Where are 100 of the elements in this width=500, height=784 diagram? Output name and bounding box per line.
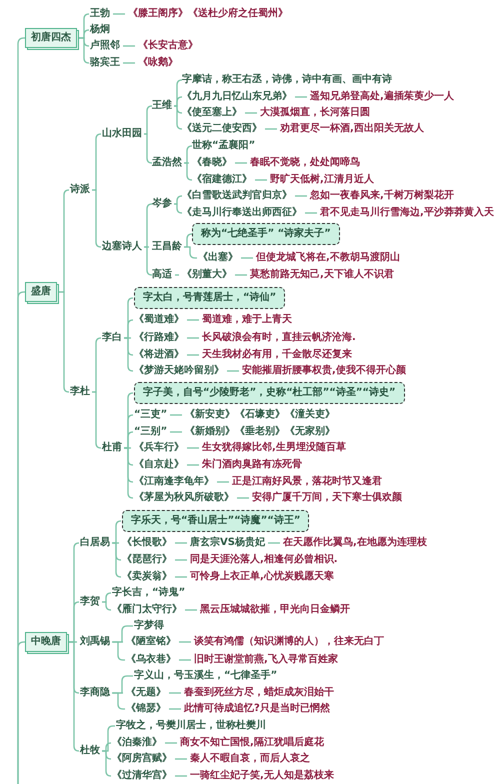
branch-label: 字梦得 bbox=[134, 620, 164, 632]
branch-label: 王昌龄 bbox=[152, 241, 182, 253]
branch-label: 李商隐 bbox=[80, 687, 110, 699]
branch-label: 《蜀道难》 bbox=[134, 314, 184, 326]
branch-label: 《梦游天姥吟留别》 bbox=[134, 365, 224, 377]
quote-text: 劝君更尽一杯酒,西出阳关无故人 bbox=[280, 123, 424, 135]
connector-line bbox=[169, 708, 181, 710]
branch-label: 《送元二使安西》 bbox=[182, 123, 262, 135]
branch-label: 杨炯 bbox=[90, 24, 110, 36]
quote-text: 旧时王谢堂前燕,飞入寻常百姓家 bbox=[194, 654, 338, 666]
branch-label: 唐玄宗VS杨贵妃 bbox=[190, 537, 265, 549]
quote-text: 《咏鹅》 bbox=[138, 57, 178, 69]
branch-label: 《江南逢李龟年》 bbox=[134, 476, 214, 488]
branch-label: 《无题》 bbox=[126, 687, 166, 699]
connector-line bbox=[184, 246, 197, 259]
quote-text: 此情可待成追忆?只是当时已惘然 bbox=[184, 703, 330, 715]
category-box: 初唐四杰 bbox=[25, 28, 77, 48]
branch-label: 《琵琶行》 bbox=[122, 554, 172, 566]
quote-text: 秦人不暇自哀，而后人哀之 bbox=[190, 753, 310, 765]
branch-label: 《雁门太守行》 bbox=[112, 604, 182, 616]
branch-label: 《阿房宫赋》 bbox=[112, 753, 172, 765]
quote-text: 谈笑有鸿儒（知识渊博的人），往来无白丁 bbox=[194, 636, 384, 648]
connector-line bbox=[187, 319, 199, 321]
connector-line bbox=[245, 112, 257, 114]
branch-label: 字摩诘，称王右丞，诗佛，诗中有画、画中有诗 bbox=[182, 74, 392, 86]
connector-line bbox=[237, 497, 249, 499]
connector-line bbox=[265, 128, 277, 130]
branch-label: 《将进酒》 bbox=[134, 349, 184, 361]
connector-line bbox=[175, 576, 187, 578]
connector-line bbox=[144, 105, 153, 135]
branch-label: 《兵车行》 bbox=[134, 442, 184, 454]
connector-line bbox=[69, 641, 80, 752]
quote-text: 莫愁前路无知己,天下谁人不识君 bbox=[250, 269, 394, 281]
quote-text: 朱门酒肉臭路有冻死骨 bbox=[202, 459, 302, 471]
branch-label: 《宿建德江》 bbox=[192, 174, 252, 186]
connector-line bbox=[174, 96, 183, 107]
connector-line bbox=[144, 246, 153, 276]
quote-text: 安得广厦千万间，天下寒士俱欢颜 bbox=[252, 492, 402, 504]
connector-line bbox=[102, 601, 112, 611]
branch-label: 王勃 bbox=[90, 8, 110, 20]
branch-label: 《新安吏》《石壕吏》《潼关吏》 bbox=[185, 409, 335, 421]
branch-label: 《出塞》 bbox=[198, 252, 238, 264]
branch-label: 刘禹锡 bbox=[80, 636, 110, 648]
connector-line bbox=[169, 692, 181, 694]
branch-label: 孟浩然 bbox=[152, 157, 182, 169]
quote-text: 蜀道难，难于上青天 bbox=[202, 314, 292, 326]
quote-text: 春眠不觉晓，处处闻啼鸟 bbox=[250, 157, 360, 169]
branch-label: 《锦瑟》 bbox=[126, 703, 166, 715]
connector-line bbox=[174, 195, 183, 205]
branch-label: 《春晓》 bbox=[192, 157, 232, 169]
connector-line bbox=[59, 291, 70, 393]
branch-label: “三别” bbox=[134, 426, 168, 438]
branch-label: 《新婚别》《垂老别》《无家别》 bbox=[185, 426, 335, 438]
quote-text: 遥知兄弟登高处,遍插茱萸少一人 bbox=[310, 91, 454, 103]
branch-label: 李贺 bbox=[80, 596, 100, 608]
quote-text: 黑云压城城欲摧，甲光向日金鳞开 bbox=[200, 604, 350, 616]
quote-text: 商女不知亡国恨,隔江犹唱后庭花 bbox=[180, 737, 324, 749]
connector-line bbox=[92, 391, 102, 449]
connector-line bbox=[184, 233, 193, 248]
branch-label: 《行路难》 bbox=[134, 332, 184, 344]
connector-line bbox=[112, 641, 125, 661]
quote-text: 但使龙城飞将在,不教胡马渡阴山 bbox=[256, 252, 400, 264]
branch-label: 边塞诗人 bbox=[102, 241, 142, 253]
connector-line bbox=[185, 609, 197, 611]
connector-line bbox=[170, 414, 182, 416]
quote-text: 春蚕到死丝方尽，蜡炬成灰泪始干 bbox=[184, 687, 334, 699]
quote-text: 正是江南好风景，落花时节又逢君 bbox=[232, 476, 382, 488]
branch-label: 王维 bbox=[152, 100, 172, 112]
connector-line bbox=[295, 195, 307, 197]
connector-line bbox=[235, 274, 247, 276]
connector-line bbox=[235, 162, 247, 164]
branch-label: 世称“孟襄阳” bbox=[192, 140, 256, 152]
connector-line bbox=[217, 481, 229, 483]
connector-line bbox=[179, 659, 191, 661]
quote-text: 长风破浪会有时，直挂云帆济沧海. bbox=[202, 332, 356, 344]
note-box: 字乐天，号“香山居士”“诗魔”“诗王” bbox=[122, 510, 310, 532]
connector-line bbox=[179, 641, 191, 643]
branch-label: 杜牧 bbox=[80, 745, 100, 757]
quote-text: 同是天涯沦落人,相逢何必曾相识. bbox=[190, 554, 338, 566]
branch-label: 《走马川行奉送出师西征》 bbox=[182, 207, 302, 219]
connector-line bbox=[112, 692, 125, 710]
quote-text: 忽如一夜春风来,千树万树梨花开 bbox=[310, 190, 454, 202]
branch-label: 《茅屋为秋风所破歌》 bbox=[134, 492, 234, 504]
branch-label: “三吏” bbox=[134, 409, 168, 421]
connector-line bbox=[17, 641, 26, 784]
category-box: 中晚唐 bbox=[25, 632, 67, 652]
connector-line bbox=[184, 162, 193, 181]
connector-line bbox=[175, 758, 187, 760]
branch-label: 《陋室铭》 bbox=[126, 636, 176, 648]
branch-label: 《长恨歌》 bbox=[122, 537, 172, 549]
connector-line bbox=[123, 45, 135, 47]
quote-text: 可怜身上衣正单,心忧炭贱愿天寒 bbox=[190, 571, 334, 583]
connector-line bbox=[174, 105, 183, 130]
quote-text: 《长安古意》 bbox=[138, 40, 198, 52]
branch-label: 《卖炭翁》 bbox=[122, 571, 172, 583]
note-box: 称为“七绝圣手” “诗家夫子” bbox=[192, 223, 340, 245]
branch-label: 白居易 bbox=[80, 537, 110, 549]
connector-line bbox=[175, 559, 187, 561]
quote-text: 《滕王阁序》《送杜少府之任蜀州》 bbox=[128, 8, 288, 20]
quote-text: 在天愿作比翼鸟,在地愿为连理枝 bbox=[283, 537, 427, 549]
